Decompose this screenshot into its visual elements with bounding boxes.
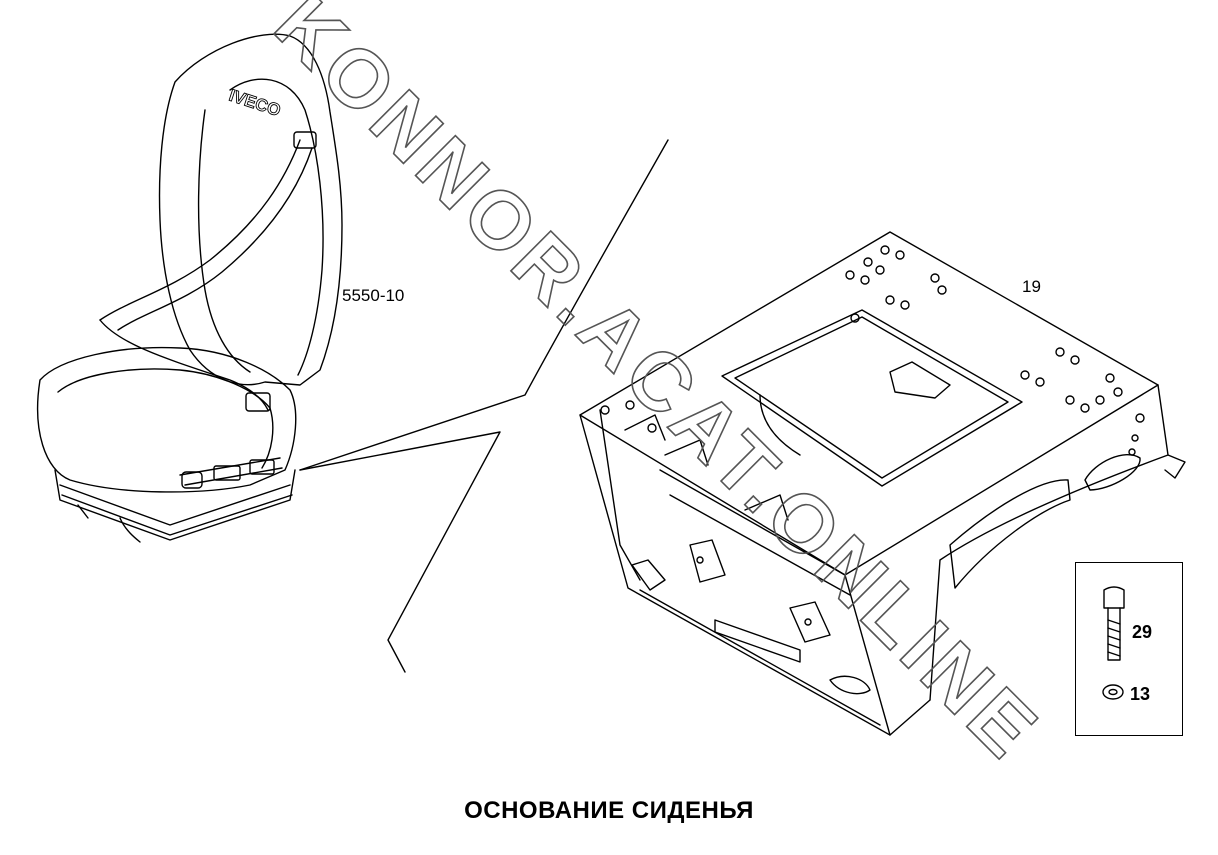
callout-seat-base: 19 <box>1022 277 1041 296</box>
callout-seat-assembly: 5550-10 <box>342 286 405 305</box>
seat-assembly-drawing <box>36 33 343 543</box>
hardware-inset-drawing <box>1102 586 1125 700</box>
seat-brand-logo: IVECO <box>227 86 283 120</box>
leader-lines <box>299 139 669 673</box>
hardware-inset-frame <box>1075 562 1183 736</box>
watermark: KONNOR.ACAT.ONLINE <box>257 0 1057 778</box>
callout-bolt: 29 <box>1132 622 1153 642</box>
seat-base-drawing <box>579 231 1186 736</box>
diagram-caption: ОСНОВАНИЕ СИДЕНЬЯ <box>464 797 754 824</box>
callout-washer: 13 <box>1130 684 1151 704</box>
